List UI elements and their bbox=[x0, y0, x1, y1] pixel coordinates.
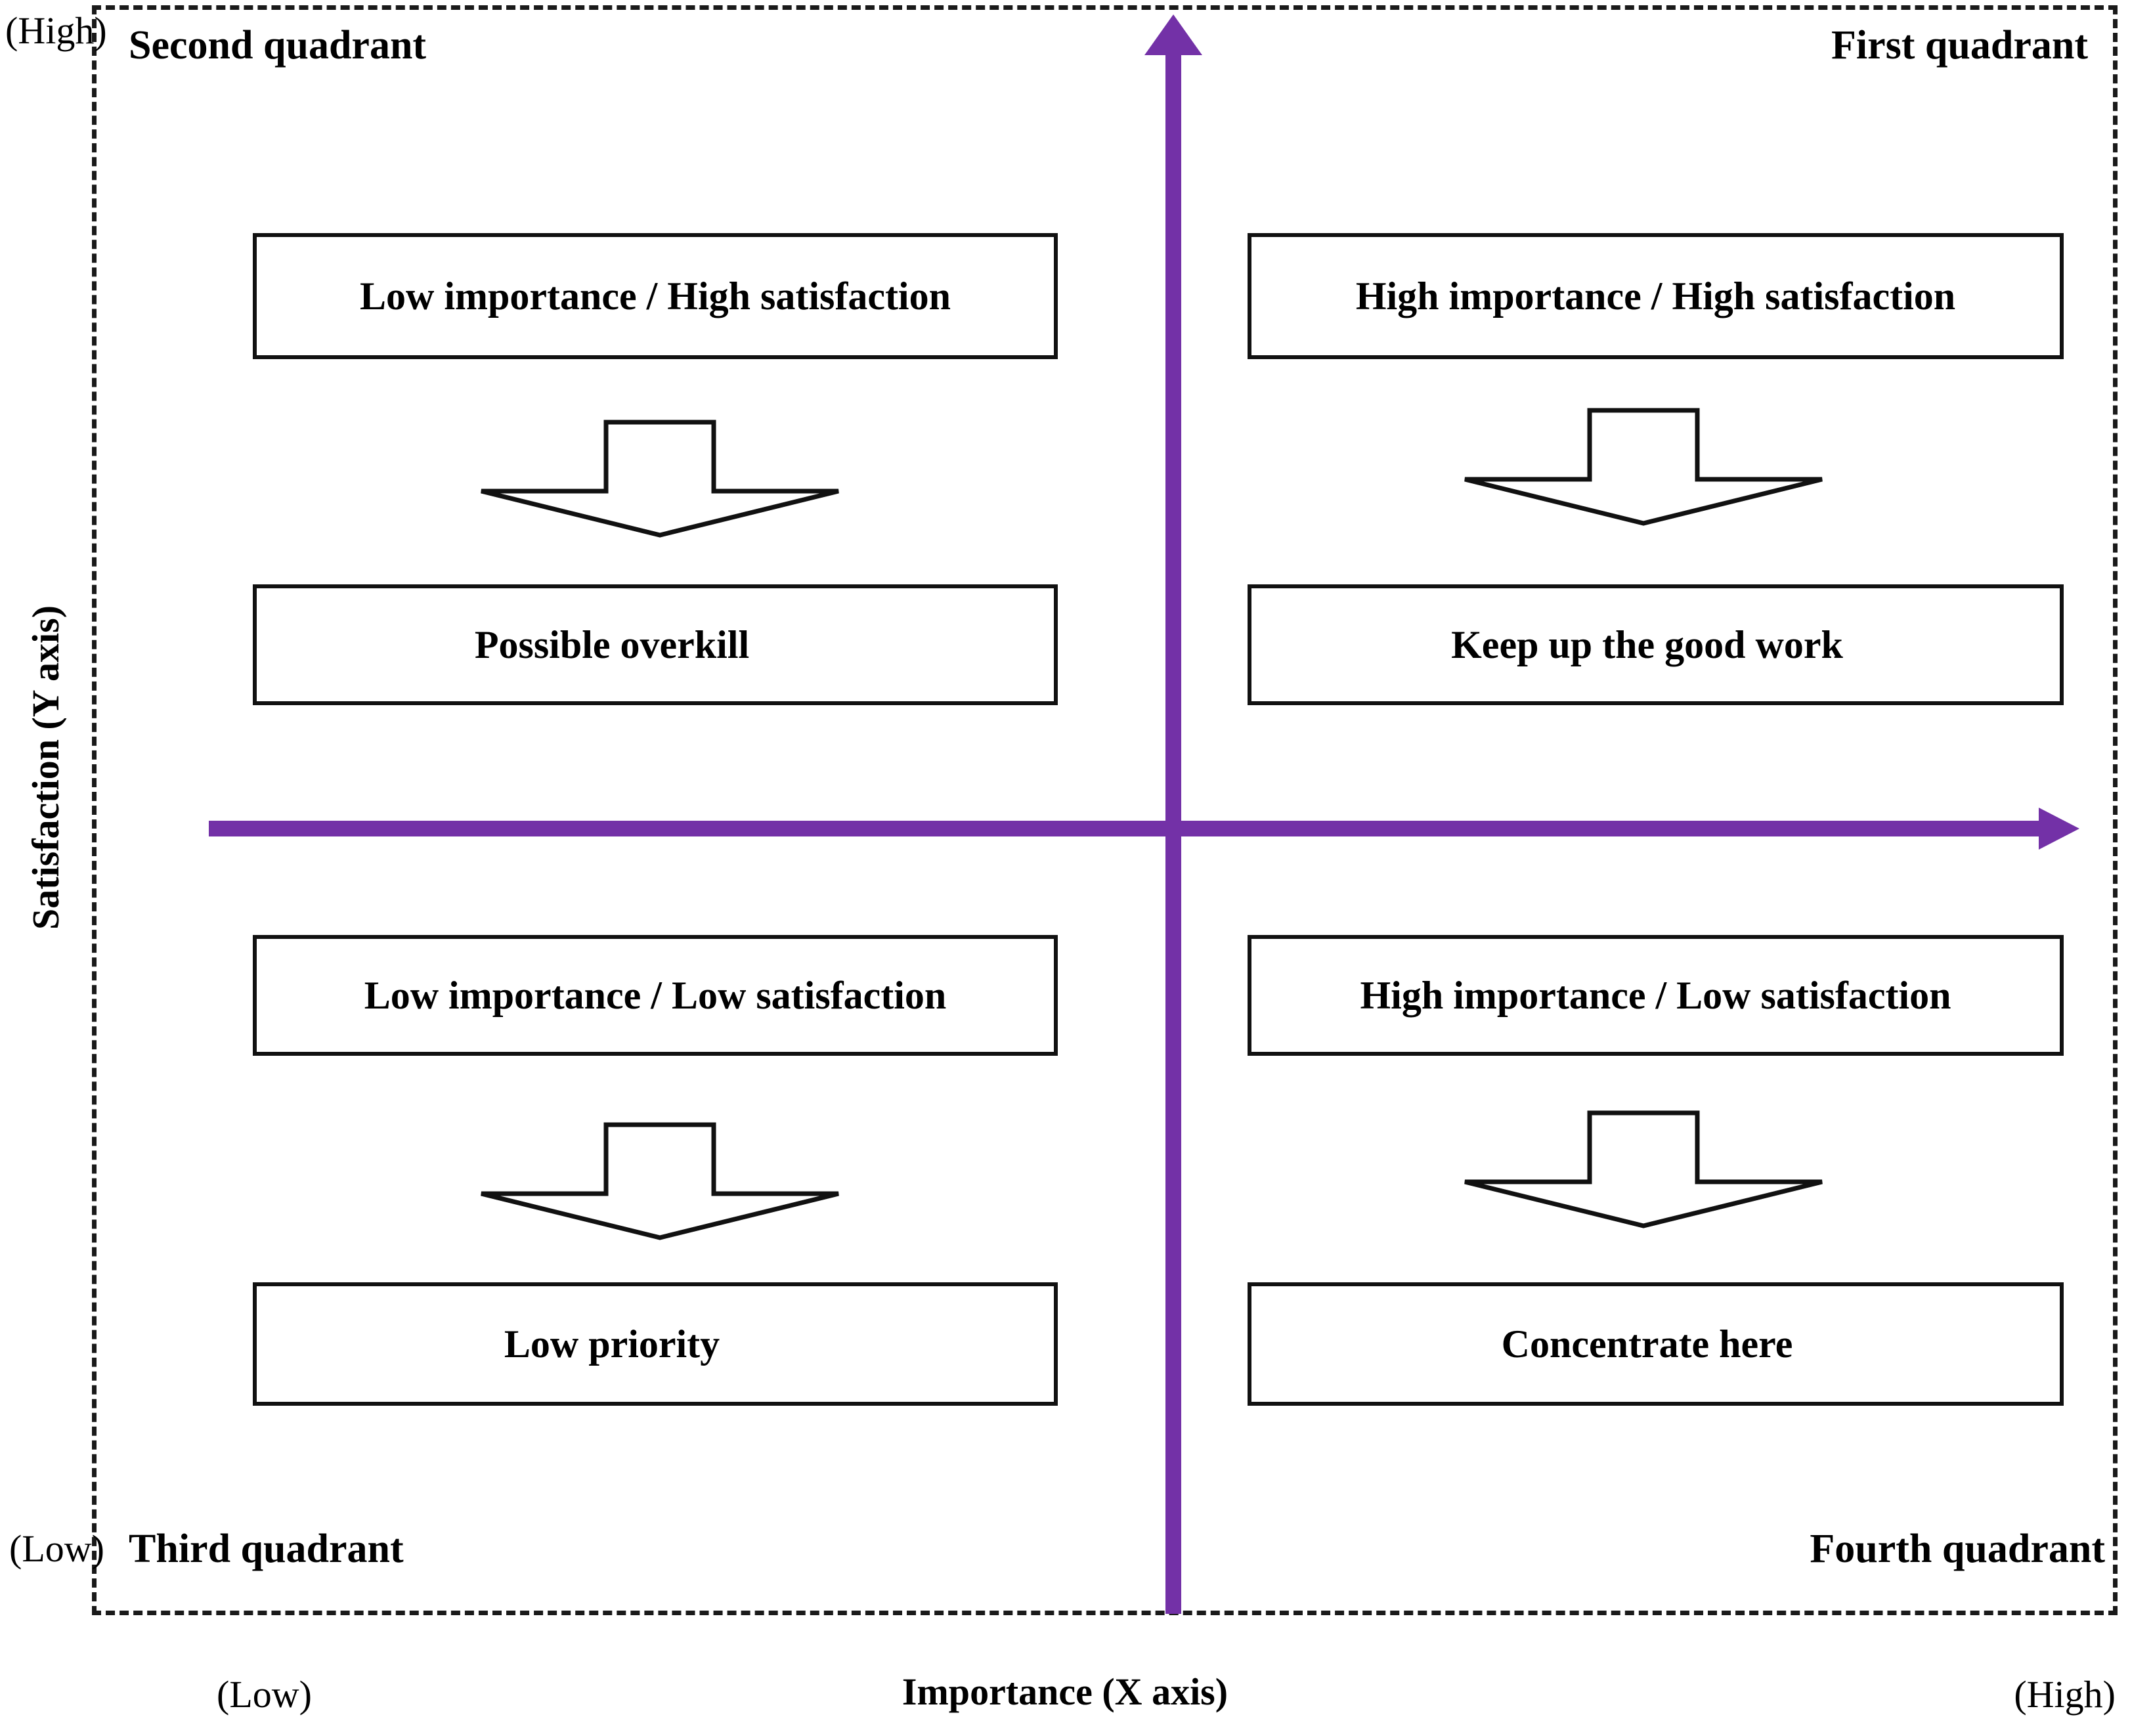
condition-box-second-quadrant: Low importance / High satisfaction bbox=[253, 233, 1058, 359]
horizontal-axis-line bbox=[209, 821, 2044, 836]
quadrant-caption-fourth: Fourth quadrant bbox=[1810, 1527, 2105, 1571]
action-label-fourth-quadrant: Concentrate here bbox=[1501, 1322, 1793, 1366]
condition-box-first-quadrant: High importance / High satisfaction bbox=[1248, 233, 2064, 359]
quadrant-caption-first: First quadrant bbox=[1831, 23, 2088, 68]
quadrant-caption-second: Second quadrant bbox=[129, 23, 427, 68]
arrow-down-icon bbox=[1462, 407, 1825, 527]
condition-box-third-quadrant: Low importance / Low satisfaction bbox=[253, 935, 1058, 1056]
y-axis-low-label: (Low) bbox=[9, 1527, 104, 1570]
action-box-second-quadrant: Possible overkill bbox=[253, 584, 1058, 705]
arrow-up-icon bbox=[1144, 14, 1202, 55]
action-label-first-quadrant: Keep up the good work bbox=[1451, 622, 1843, 666]
x-axis-low-label: (Low) bbox=[217, 1673, 312, 1716]
action-label-third-quadrant: Low priority bbox=[504, 1322, 720, 1366]
quadrant-caption-third: Third quadrant bbox=[129, 1527, 404, 1571]
plot-area-dashed-border bbox=[92, 5, 2118, 1615]
x-axis-high-label: (High) bbox=[2014, 1673, 2116, 1716]
arrow-down-icon bbox=[478, 1121, 842, 1241]
condition-box-fourth-quadrant: High importance / Low satisfaction bbox=[1248, 935, 2064, 1056]
action-box-third-quadrant: Low priority bbox=[253, 1282, 1058, 1406]
y-axis-title: Satisfaction (Y axis) bbox=[24, 605, 67, 930]
arrow-right-icon bbox=[2039, 808, 2079, 850]
action-label-second-quadrant: Possible overkill bbox=[474, 622, 750, 666]
y-axis-high-label: (High) bbox=[5, 9, 107, 52]
x-axis-title: Importance (X axis) bbox=[902, 1670, 1228, 1713]
action-box-fourth-quadrant: Concentrate here bbox=[1248, 1282, 2064, 1406]
action-box-first-quadrant: Keep up the good work bbox=[1248, 584, 2064, 705]
arrow-down-icon bbox=[478, 419, 842, 538]
arrow-down-icon bbox=[1462, 1110, 1825, 1229]
